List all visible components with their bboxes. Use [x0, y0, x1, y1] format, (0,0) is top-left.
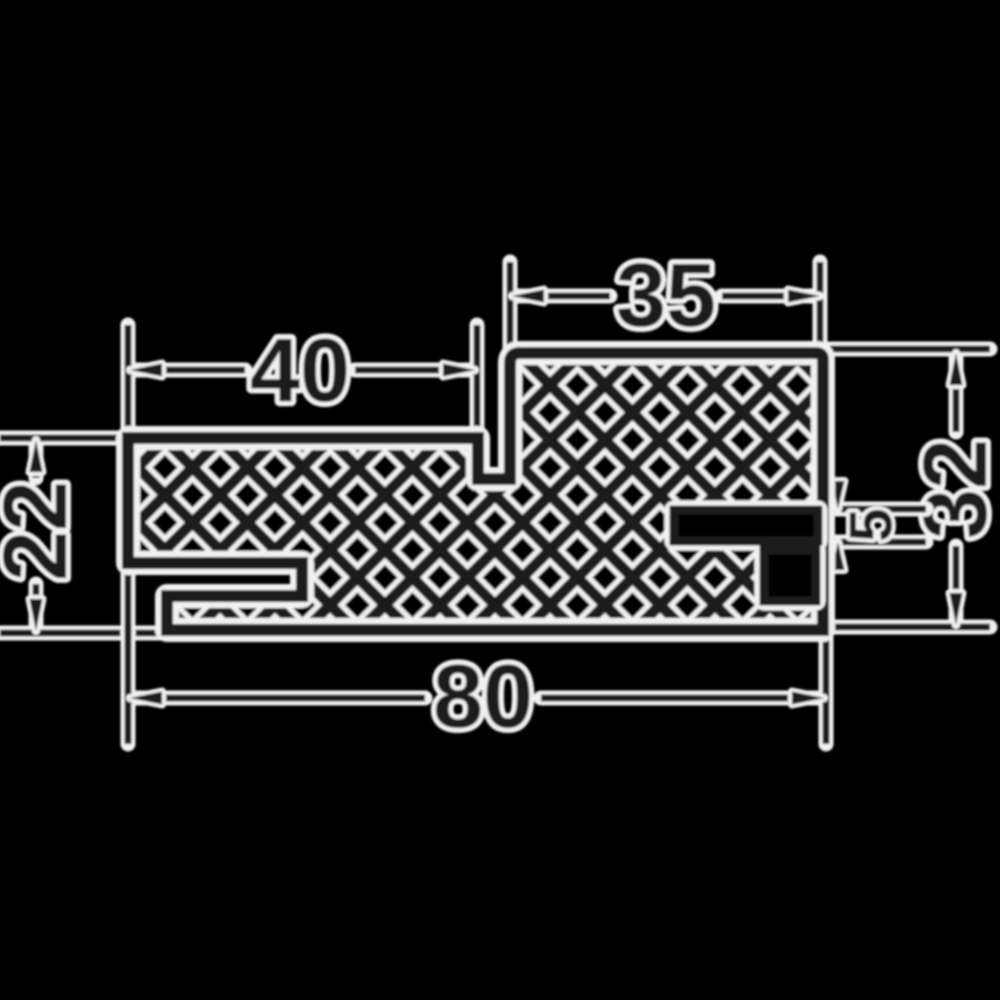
dimension-label-left-width: 40 [250, 321, 350, 421]
dimension-right-height: 32 [830, 349, 1000, 627]
dimension-label-right-width: 35 [616, 246, 716, 346]
drawing-group: 40 35 22 80 32 [0, 241, 1000, 752]
dimension-left-width: 40 [128, 316, 477, 441]
dimension-label-slot-height: 5 [838, 508, 905, 541]
dimension-total-width: 80 [128, 560, 826, 752]
dimension-label-right-height: 32 [906, 439, 1000, 539]
dimension-label-left-height: 22 [0, 481, 86, 581]
dimension-right-width: 35 [510, 241, 820, 350]
dimension-slot-height: 5 [828, 481, 926, 570]
dimension-left-height: 22 [0, 438, 164, 633]
dimension-label-total-width: 80 [433, 647, 533, 747]
